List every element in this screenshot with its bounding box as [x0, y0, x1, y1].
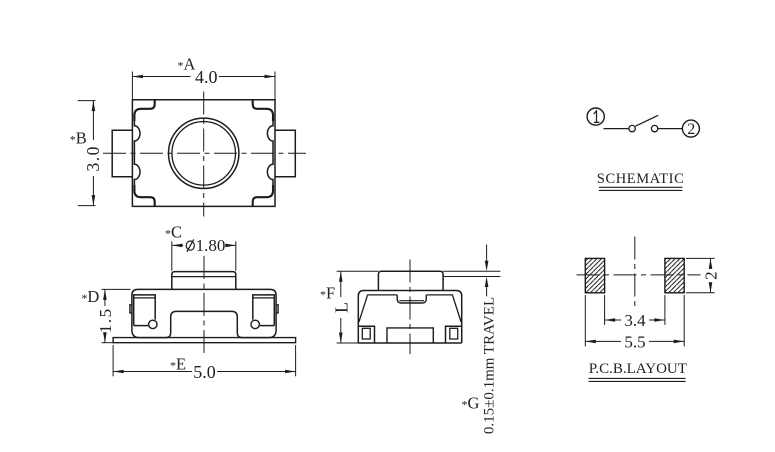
svg-text:L: L — [332, 302, 352, 313]
svg-text:0.15±0.1mm TRAVEL: 0.15±0.1mm TRAVEL — [481, 297, 497, 434]
svg-text:5.5: 5.5 — [624, 332, 645, 351]
svg-text:4.0: 4.0 — [195, 67, 218, 87]
svg-text:P.C.B.LAYOUT: P.C.B.LAYOUT — [589, 361, 687, 377]
svg-text:2: 2 — [687, 121, 695, 138]
svg-text:3.4: 3.4 — [624, 311, 646, 330]
svg-text:3.0: 3.0 — [83, 145, 103, 171]
svg-text:2: 2 — [701, 271, 720, 280]
svg-text:5.0: 5.0 — [193, 362, 216, 382]
svg-text:*A: *A — [178, 54, 196, 73]
svg-text:1.5: 1.5 — [96, 307, 115, 333]
svg-text:*E: *E — [170, 355, 186, 374]
svg-text:1.80: 1.80 — [196, 236, 226, 255]
svg-text:*C: *C — [165, 223, 182, 242]
svg-text:*D: *D — [81, 287, 99, 306]
svg-text:*B: *B — [70, 128, 87, 147]
svg-text:SCHEMATIC: SCHEMATIC — [597, 171, 685, 187]
svg-text:*G: *G — [462, 394, 480, 413]
svg-text:*F: *F — [320, 283, 335, 302]
